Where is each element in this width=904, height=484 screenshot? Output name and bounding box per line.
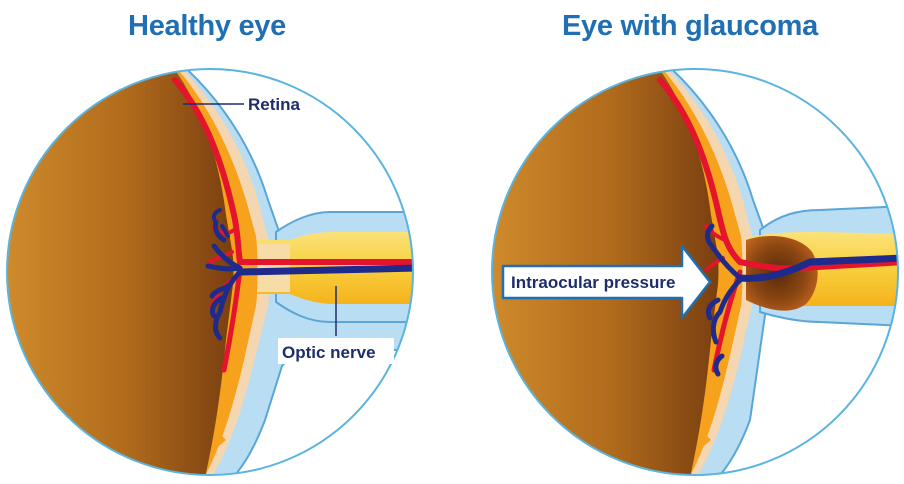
- healthy-eye-illustration: Retina Optic nerve: [6, 68, 414, 476]
- healthy-eye-title: Healthy eye: [128, 10, 286, 42]
- retina-label: Retina: [248, 95, 301, 114]
- pressure-arrow: [501, 244, 712, 320]
- optic-nerve-label: Optic nerve: [282, 343, 376, 362]
- retinal-vein: [236, 264, 413, 276]
- retinal-artery: [172, 77, 413, 265]
- healthy-eye-outline: [6, 68, 414, 476]
- pressure-label: Intraocular pressure: [511, 273, 675, 292]
- glaucoma-eye-title: Eye with glaucoma: [562, 10, 818, 42]
- glaucoma-eye-outline: [491, 68, 899, 476]
- vitreous-body: [7, 69, 234, 475]
- glaucoma-eye-illustration: Intraocular pressure: [491, 68, 899, 476]
